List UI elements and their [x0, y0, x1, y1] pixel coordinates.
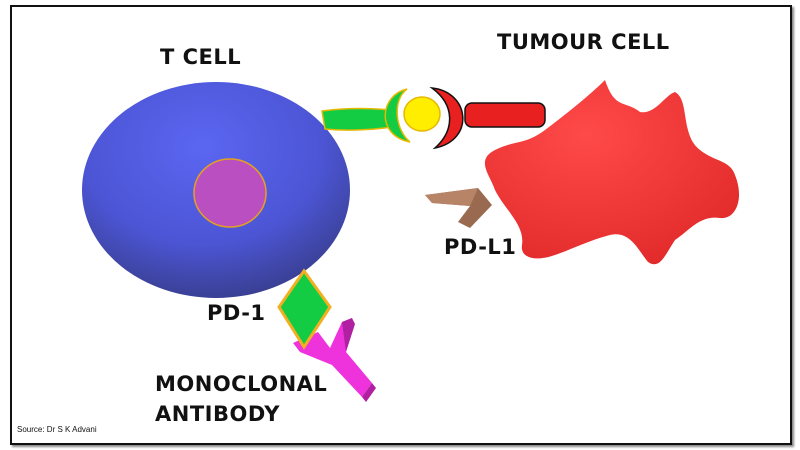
antigen — [403, 96, 441, 132]
mhc-crescent — [429, 86, 464, 150]
antibody-label-line2: ANTIBODY — [155, 402, 280, 426]
antibody-label-line1: MONOCLONAL — [155, 372, 328, 396]
pd-l1-label: PD-L1 — [444, 235, 517, 259]
pd-l1-ligand — [425, 188, 492, 228]
pd-1-receptor — [277, 268, 332, 350]
monoclonal-antibody — [293, 318, 376, 402]
source-credit: Source: Dr S K Advani — [17, 425, 97, 434]
t-cell-nucleus — [193, 158, 267, 228]
t-cell-label: T CELL — [160, 45, 242, 69]
diagram-frame — [10, 5, 792, 445]
tumour-cell — [484, 80, 740, 265]
pd-1-label: PD-1 — [207, 301, 266, 325]
tcr-crescent — [384, 88, 411, 143]
t-cell-receptor — [321, 107, 393, 131]
mhc-molecule — [464, 102, 546, 128]
tumour-cell-label: TUMOUR CELL — [497, 30, 670, 54]
